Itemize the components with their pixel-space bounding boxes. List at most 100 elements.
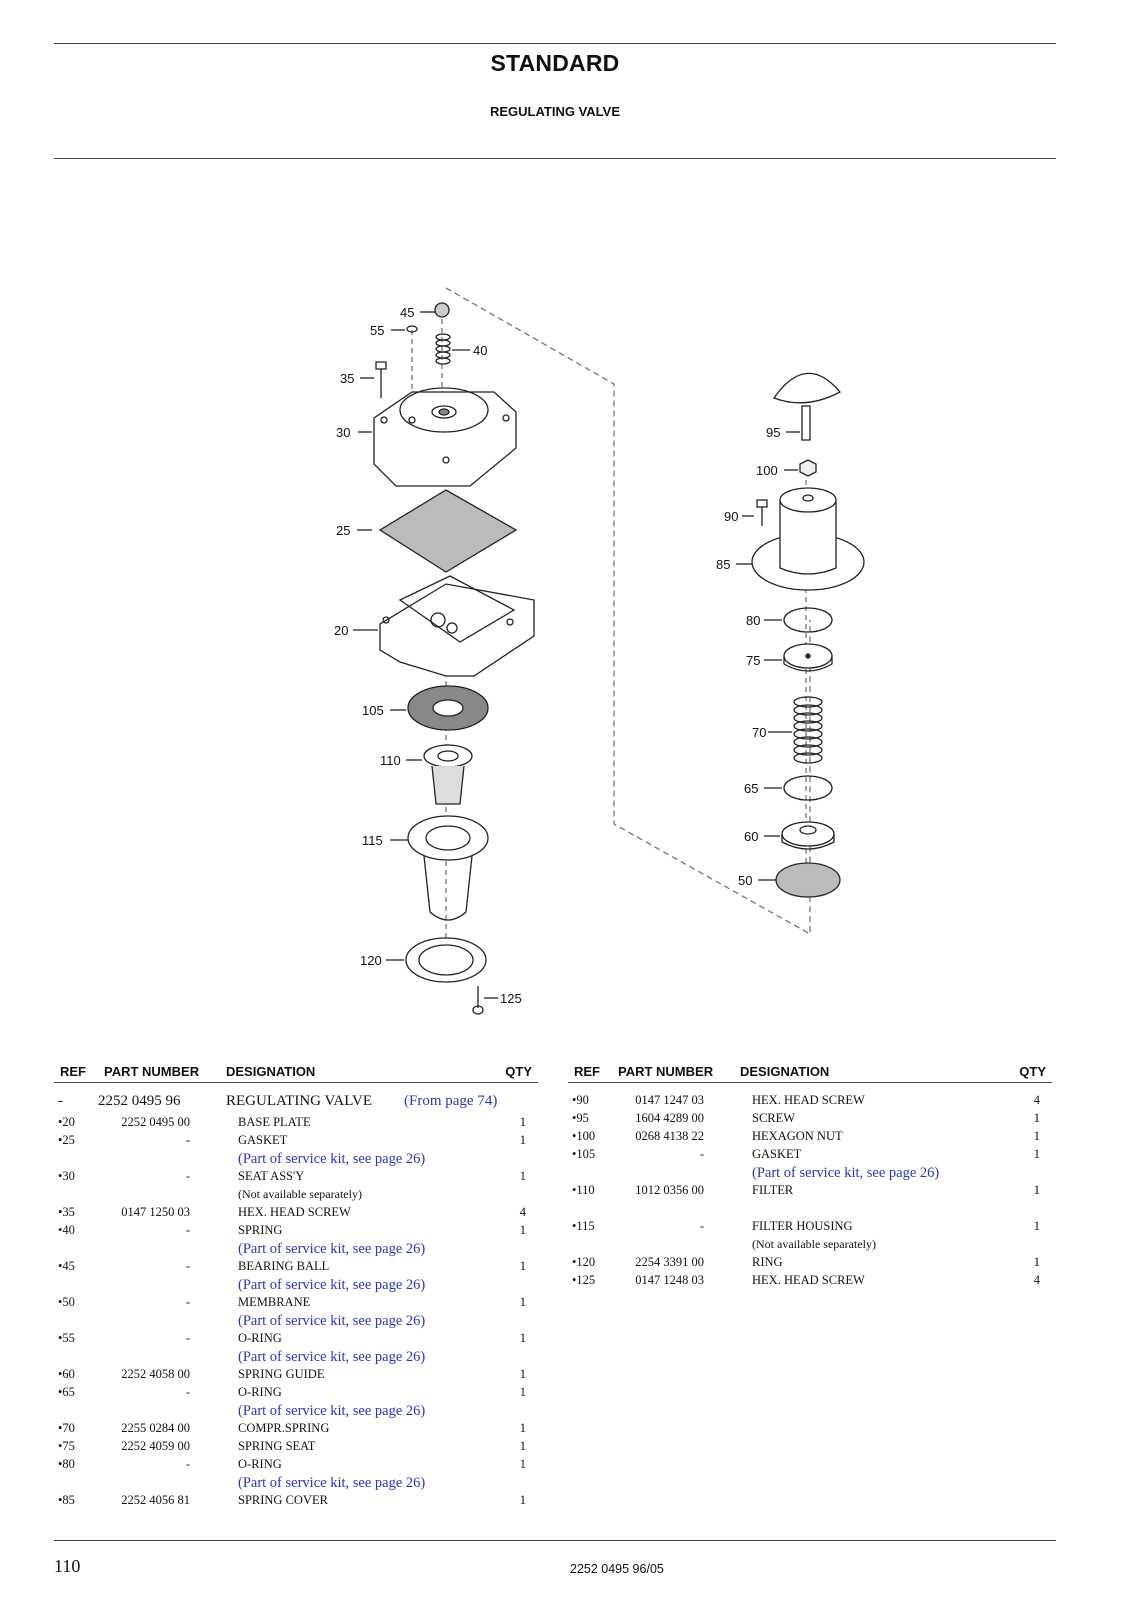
part-number-cell: 1604 4289 00 bbox=[635, 1111, 704, 1125]
label-55: 55 bbox=[370, 323, 384, 338]
qty-cell: 1 bbox=[519, 1259, 526, 1273]
header-qty: QTY bbox=[1019, 1064, 1046, 1079]
part-number-cell: 2252 0495 96 bbox=[98, 1093, 181, 1109]
label-75: 75 bbox=[746, 653, 760, 668]
ref-cell: •45 bbox=[58, 1259, 75, 1273]
label-85: 85 bbox=[716, 557, 730, 572]
qty-cell: 1 bbox=[1033, 1255, 1040, 1269]
seat-assembly-part bbox=[373, 387, 517, 487]
table-header: REF PART NUMBER DESIGNATION QTY bbox=[54, 1060, 538, 1083]
qty-cell: 1 bbox=[1033, 1219, 1040, 1233]
ref-cell: •75 bbox=[58, 1439, 75, 1453]
part-number-cell: - bbox=[185, 1385, 190, 1399]
availability-note: (Not available separately) bbox=[54, 1185, 538, 1203]
designation-cell: O-RING bbox=[238, 1331, 282, 1345]
ref-cell: - bbox=[58, 1093, 63, 1109]
filter-housing-part bbox=[407, 815, 489, 921]
designation-cell: HEXAGON NUT bbox=[752, 1129, 843, 1143]
part-number-cell: 0147 1250 03 bbox=[121, 1205, 190, 1219]
service-kit-note: (Part of service kit, see page 26) bbox=[54, 1347, 538, 1365]
gasket-part-25 bbox=[378, 489, 518, 573]
designation-cell: RING bbox=[752, 1255, 783, 1269]
qty-cell: 1 bbox=[519, 1439, 526, 1453]
ref-cell: •65 bbox=[58, 1385, 75, 1399]
ref-cell: •80 bbox=[58, 1457, 75, 1471]
row-spacer bbox=[568, 1199, 1052, 1217]
service-kit-note: (Part of service kit, see page 26) bbox=[568, 1163, 1052, 1181]
part-number-cell: 2254 3391 00 bbox=[635, 1255, 704, 1269]
table-row: •45 - BEARING BALL 1 bbox=[54, 1257, 538, 1275]
qty-cell: 1 bbox=[519, 1169, 526, 1183]
o-ring-part-65 bbox=[783, 775, 833, 801]
part-number-cell: 2252 0495 00 bbox=[121, 1115, 190, 1129]
service-kit-note: (Part of service kit, see page 26) bbox=[54, 1311, 538, 1329]
label-90: 90 bbox=[724, 509, 738, 524]
ref-cell: •115 bbox=[572, 1219, 595, 1233]
qty-cell: 1 bbox=[519, 1331, 526, 1345]
table-row: •100 0268 4138 22 HEXAGON NUT 1 bbox=[568, 1127, 1052, 1145]
qty-cell: 1 bbox=[1033, 1129, 1040, 1143]
label-105: 105 bbox=[362, 703, 384, 718]
base-plate-part bbox=[379, 575, 535, 677]
qty-cell: 1 bbox=[519, 1385, 526, 1399]
designation-cell: BEARING BALL bbox=[238, 1259, 330, 1273]
label-80: 80 bbox=[746, 613, 760, 628]
designation-cell: (Part of service kit, see page 26) bbox=[238, 1313, 426, 1329]
ref-cell: •95 bbox=[572, 1111, 589, 1125]
qty-cell: 1 bbox=[519, 1457, 526, 1471]
part-number-cell: - bbox=[699, 1219, 704, 1233]
label-45: 45 bbox=[400, 305, 414, 320]
footer-rule bbox=[54, 1540, 1056, 1541]
ref-cell: •30 bbox=[58, 1169, 75, 1183]
qty-cell: 1 bbox=[519, 1223, 526, 1237]
part-number-cell: - bbox=[185, 1259, 190, 1273]
designation-cell: SPRING GUIDE bbox=[238, 1367, 325, 1381]
designation-cell: (Part of service kit, see page 26) bbox=[238, 1277, 426, 1293]
qty-cell: 1 bbox=[519, 1133, 526, 1147]
label-120: 120 bbox=[360, 953, 382, 968]
header-part-number: PART NUMBER bbox=[618, 1064, 714, 1079]
page-subtitle: REGULATING VALVE bbox=[490, 104, 620, 119]
gasket-part-105 bbox=[407, 685, 489, 731]
header-ref: REF bbox=[574, 1064, 600, 1079]
designation-cell: HEX. HEAD SCREW bbox=[752, 1273, 865, 1287]
part-number-cell: - bbox=[185, 1295, 190, 1309]
part-number-cell: 2252 4056 81 bbox=[121, 1493, 190, 1507]
ref-cell: •110 bbox=[572, 1183, 595, 1197]
designation-cell: BASE PLATE bbox=[238, 1115, 311, 1129]
spring-guide-part bbox=[781, 821, 835, 850]
designation-cell: GASKET bbox=[238, 1133, 288, 1147]
designation-cell: GASKET bbox=[752, 1147, 802, 1161]
label-110: 110 bbox=[380, 753, 401, 768]
service-kit-note: (Part of service kit, see page 26) bbox=[54, 1149, 538, 1167]
part-number-cell: 2255 0284 00 bbox=[121, 1421, 190, 1435]
header-designation: DESIGNATION bbox=[226, 1064, 316, 1079]
part-number-cell: 0268 4138 22 bbox=[635, 1129, 704, 1143]
label-50: 50 bbox=[738, 873, 752, 888]
compression-spring-part bbox=[793, 696, 823, 764]
part-number-cell: - bbox=[185, 1133, 190, 1147]
designation-cell: REGULATING VALVE bbox=[226, 1093, 372, 1109]
ref-cell: •100 bbox=[572, 1129, 596, 1143]
designation-cell: HEX. HEAD SCREW bbox=[752, 1093, 865, 1107]
knob-part-95 bbox=[772, 372, 842, 441]
ref-cell: •105 bbox=[572, 1147, 596, 1161]
service-kit-note: (Part of service kit, see page 26) bbox=[54, 1473, 538, 1491]
qty-cell: 1 bbox=[519, 1367, 526, 1381]
ref-cell: •60 bbox=[58, 1367, 75, 1381]
availability-note: (Not available separately) bbox=[568, 1235, 1052, 1253]
